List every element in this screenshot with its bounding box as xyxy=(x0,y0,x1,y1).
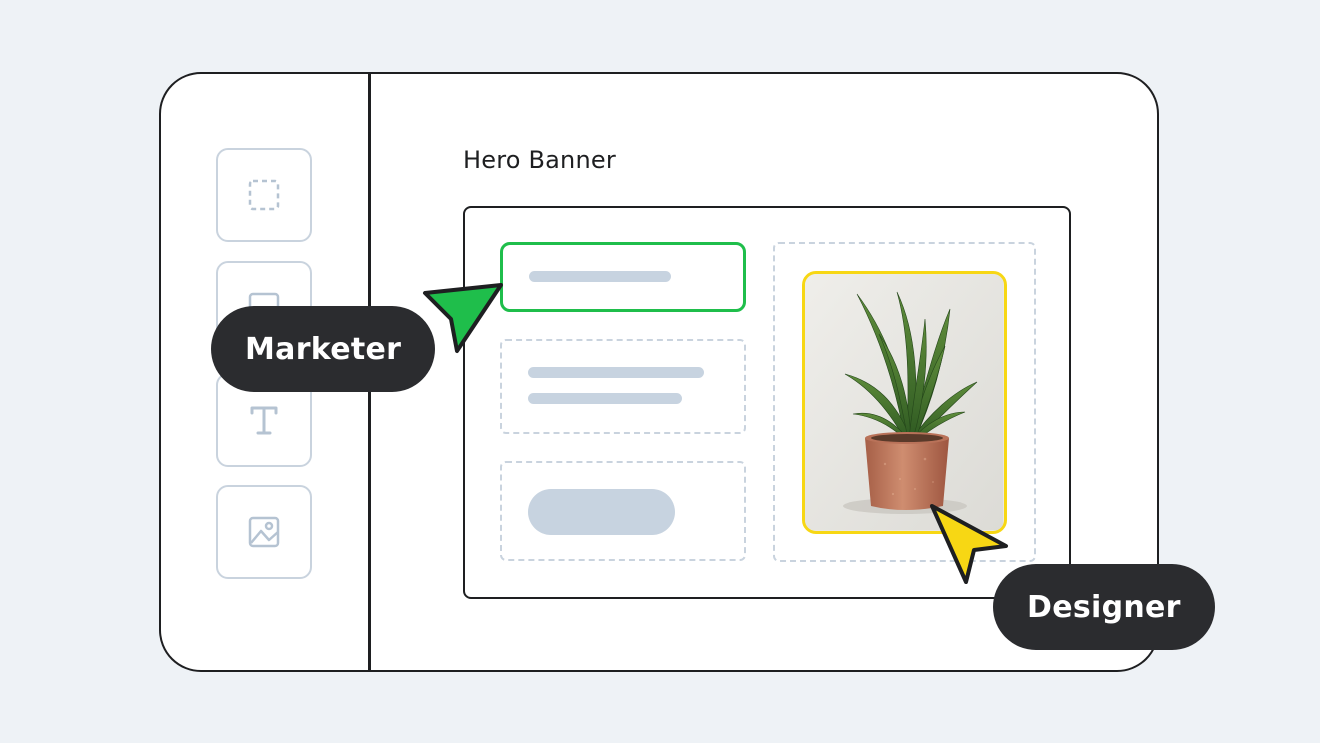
button-block[interactable] xyxy=(500,461,746,561)
tool-image-button[interactable] xyxy=(216,485,312,579)
selection-icon xyxy=(248,179,280,211)
plant-image[interactable] xyxy=(802,271,1007,534)
image-block[interactable] xyxy=(773,242,1036,562)
text-icon xyxy=(250,406,278,435)
marketer-label: Marketer xyxy=(211,306,436,392)
body-text-block[interactable] xyxy=(500,339,746,434)
hero-banner-canvas[interactable] xyxy=(463,206,1071,599)
tool-selection-button[interactable] xyxy=(216,148,312,242)
designer-label: Designer xyxy=(993,564,1215,650)
designer-cursor-icon xyxy=(930,504,1008,584)
image-icon xyxy=(248,516,280,548)
button-placeholder xyxy=(528,489,675,535)
body-line-placeholder xyxy=(528,367,704,378)
body-line-placeholder xyxy=(528,393,682,404)
headline-block[interactable] xyxy=(500,242,746,312)
marketer-cursor-icon xyxy=(423,283,503,353)
headline-placeholder xyxy=(529,271,671,282)
potted-plant-image xyxy=(805,274,1003,530)
page-title: Hero Banner xyxy=(463,146,616,174)
